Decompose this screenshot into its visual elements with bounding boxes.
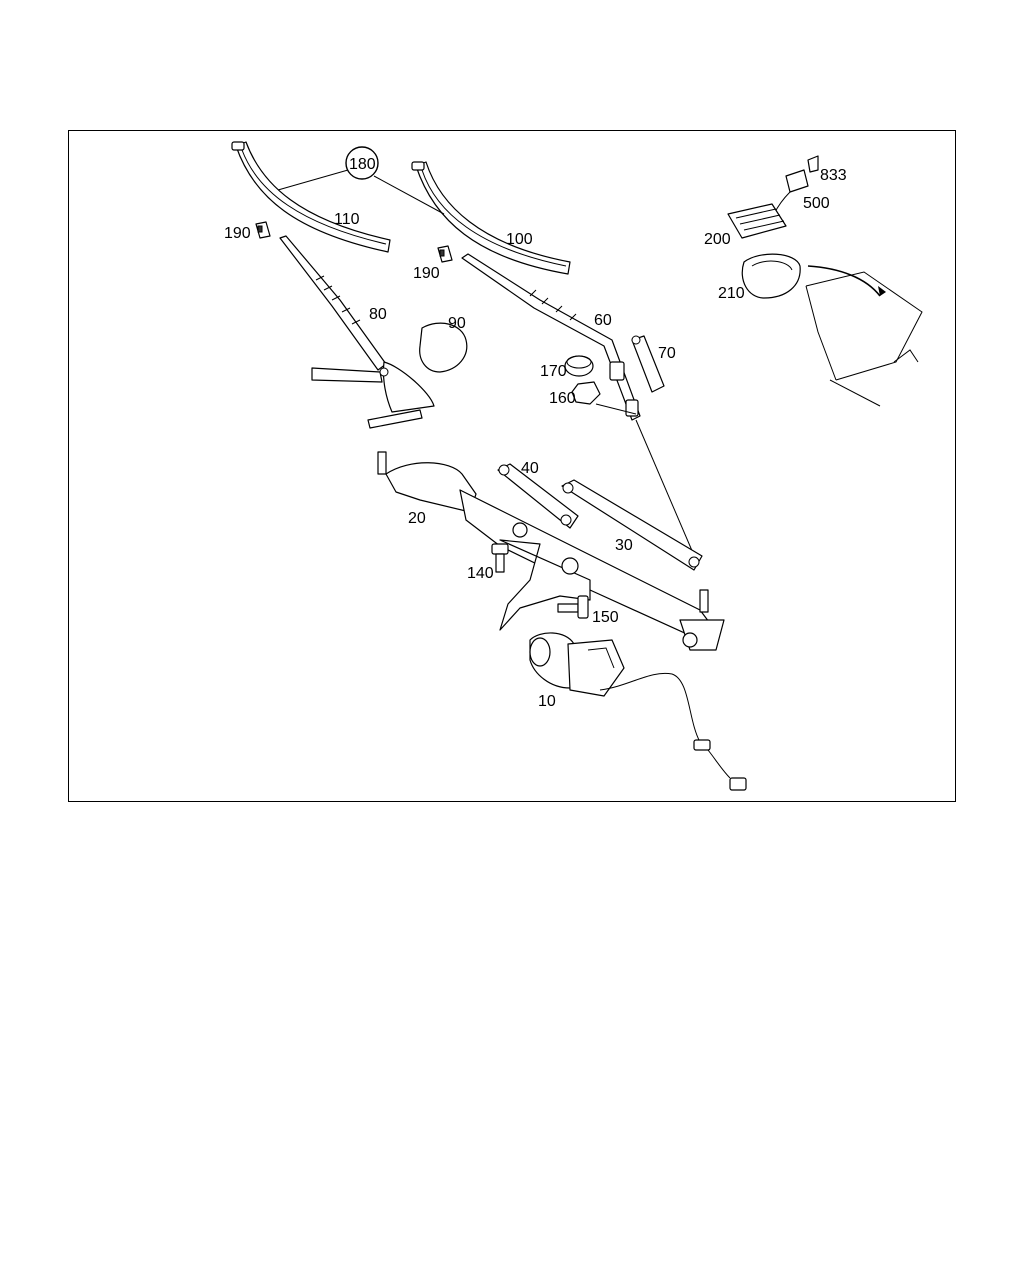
label-190-right: 190 (413, 265, 440, 282)
label-70: 70 (658, 345, 676, 362)
label-100: 100 (506, 231, 533, 248)
label-160: 160 (549, 390, 576, 407)
wiper-motor-10[interactable] (529, 632, 747, 791)
cover-cap-90[interactable] (419, 322, 468, 373)
label-180: 180 (349, 156, 376, 173)
label-190-left: 190 (224, 225, 251, 242)
wiper-arm-left-80[interactable] (279, 235, 435, 429)
wiper-linkage-20[interactable] (377, 451, 725, 651)
label-210: 210 (718, 285, 745, 302)
cap-70[interactable] (631, 335, 665, 393)
label-30: 30 (615, 537, 633, 554)
alignment-line (635, 419, 697, 561)
nut-160[interactable] (571, 381, 637, 415)
cap-170[interactable] (564, 355, 594, 377)
windshield-sketch (805, 265, 923, 407)
bolt-140[interactable] (491, 543, 509, 573)
wiper-blade-right-100[interactable] (411, 161, 571, 275)
label-110: 110 (334, 211, 360, 228)
link-rod-30[interactable] (561, 479, 703, 571)
label-170: 170 (540, 363, 567, 380)
label-150: 150 (592, 609, 619, 626)
label-60: 60 (594, 312, 612, 329)
label-90: 90 (448, 315, 466, 332)
clip-833[interactable] (807, 155, 819, 173)
label-20: 20 (408, 510, 426, 527)
wiper-blade-left-110[interactable] (231, 141, 391, 253)
label-40: 40 (521, 460, 539, 477)
label-140: 140 (467, 565, 494, 582)
blade-clip-190-right[interactable] (437, 245, 453, 263)
sensor-module-200[interactable] (727, 203, 787, 239)
callout-180 (277, 146, 445, 215)
sensor-bracket-210[interactable] (741, 253, 801, 299)
label-200: 200 (704, 231, 731, 248)
link-rod-40[interactable] (497, 463, 579, 529)
bolt-150[interactable] (557, 595, 589, 619)
wiper-arm-right-60[interactable] (461, 253, 641, 421)
blade-clip-190-left[interactable] (255, 221, 271, 239)
part-labels: 180 110 100 190 190 80 90 60 70 170 160 … (224, 156, 847, 710)
label-833: 833 (820, 167, 847, 184)
label-80: 80 (369, 306, 387, 323)
label-500: 500 (803, 195, 830, 212)
label-10: 10 (538, 693, 556, 710)
